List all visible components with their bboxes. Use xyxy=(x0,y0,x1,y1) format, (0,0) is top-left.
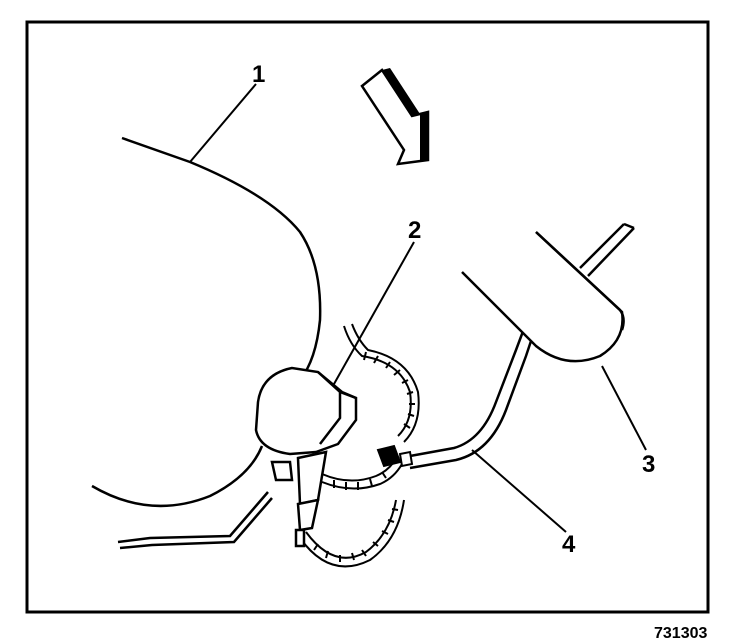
callout-4: 4 xyxy=(562,531,576,558)
callout-3: 3 xyxy=(642,451,655,478)
figure-number: 731303 xyxy=(654,625,707,642)
direction-arrow-icon xyxy=(360,68,430,166)
callout-1: 1 xyxy=(252,61,265,88)
callout-2: 2 xyxy=(408,217,421,244)
figure-border xyxy=(25,20,710,614)
connector-fitting xyxy=(376,444,414,468)
grip-part-3 xyxy=(461,231,625,363)
line-part-4 xyxy=(409,222,635,470)
sensor-part-2 xyxy=(254,366,358,548)
housing-outline xyxy=(91,136,322,550)
wire-sleeve-ribs xyxy=(313,351,415,562)
leader-lines xyxy=(189,83,647,533)
